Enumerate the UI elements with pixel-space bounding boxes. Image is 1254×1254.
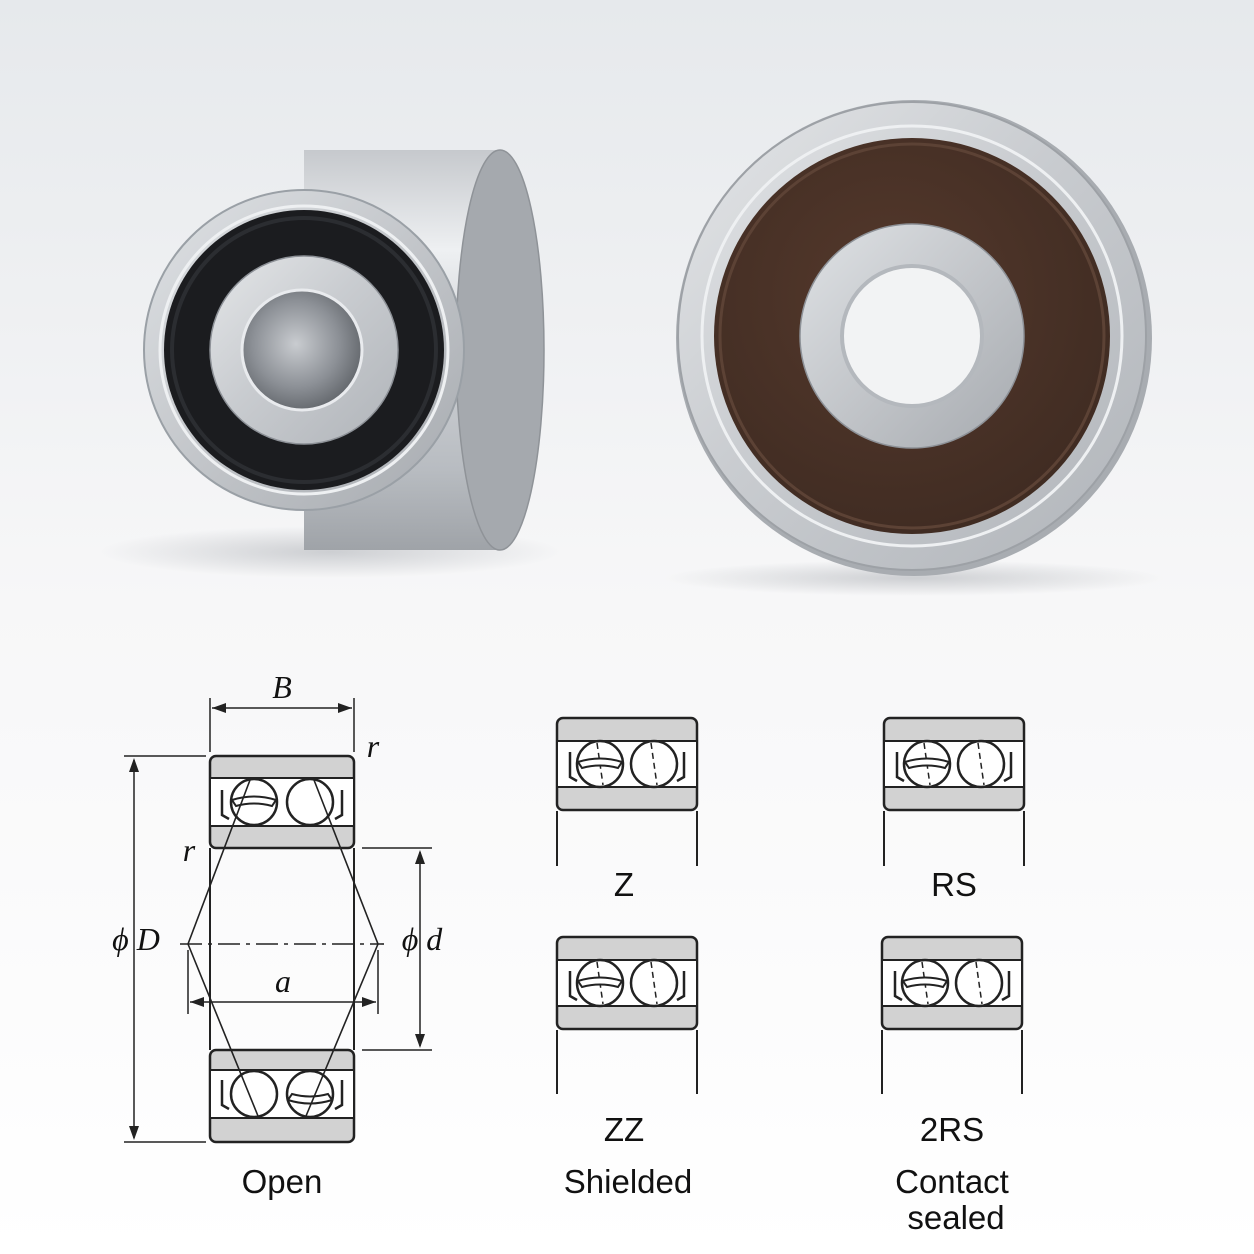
- brown-seal-edge: [718, 142, 1106, 530]
- bore-right: [842, 266, 982, 406]
- outer-ring-chamfer-right: [700, 124, 1124, 548]
- right-bearing-shadow: [664, 560, 1164, 596]
- label-b: B: [272, 669, 292, 705]
- right-bearing-photo: [664, 100, 1164, 596]
- label-phi-d-outer: ϕ D: [112, 921, 160, 957]
- variant-zz: ZZ Shielded: [555, 935, 699, 1200]
- upper-cage-ends: [220, 790, 344, 821]
- label-2rs: 2RS: [920, 1111, 984, 1148]
- label-r-top: r: [367, 728, 380, 764]
- upper-ball-right: [285, 777, 335, 827]
- bore-chamfer-right: [840, 264, 984, 408]
- contact-line-3: [313, 779, 379, 945]
- contact-line-1: [187, 779, 251, 945]
- outer-ring-chamfer: [158, 204, 450, 496]
- label-zz: ZZ: [604, 1111, 644, 1148]
- lower-ball-left: [229, 1069, 279, 1119]
- lower-ball-right: [285, 1069, 335, 1119]
- label-a: a: [275, 963, 291, 999]
- label-open: Open: [242, 1163, 323, 1200]
- contact-line-4: [305, 943, 379, 1117]
- label-contact: Contact: [895, 1163, 1009, 1200]
- left-bearing-photo: [100, 149, 560, 578]
- label-r-left: r: [183, 832, 196, 868]
- bore: [242, 290, 362, 410]
- label-z: Z: [614, 866, 634, 903]
- label-rs: RS: [931, 866, 977, 903]
- b-arrowheads: [212, 703, 352, 713]
- label-shielded: Shielded: [564, 1163, 692, 1200]
- open-bearing-diagram: [124, 698, 432, 1144]
- lower-cage-ends: [220, 1080, 344, 1111]
- label-phi-d-bore: ϕ d: [402, 921, 444, 957]
- variant-rs: RS: [882, 716, 1026, 903]
- outer-ring-back-edge: [455, 149, 545, 551]
- bore-chamfer: [240, 288, 364, 412]
- lower-cage: [286, 1092, 334, 1105]
- contact-line-2: [187, 943, 259, 1117]
- label-sealed: sealed: [907, 1199, 1004, 1236]
- seal-lip: [170, 216, 438, 484]
- variant-2rs: 2RS Contact sealed: [880, 935, 1024, 1236]
- variant-z: Z: [555, 716, 699, 903]
